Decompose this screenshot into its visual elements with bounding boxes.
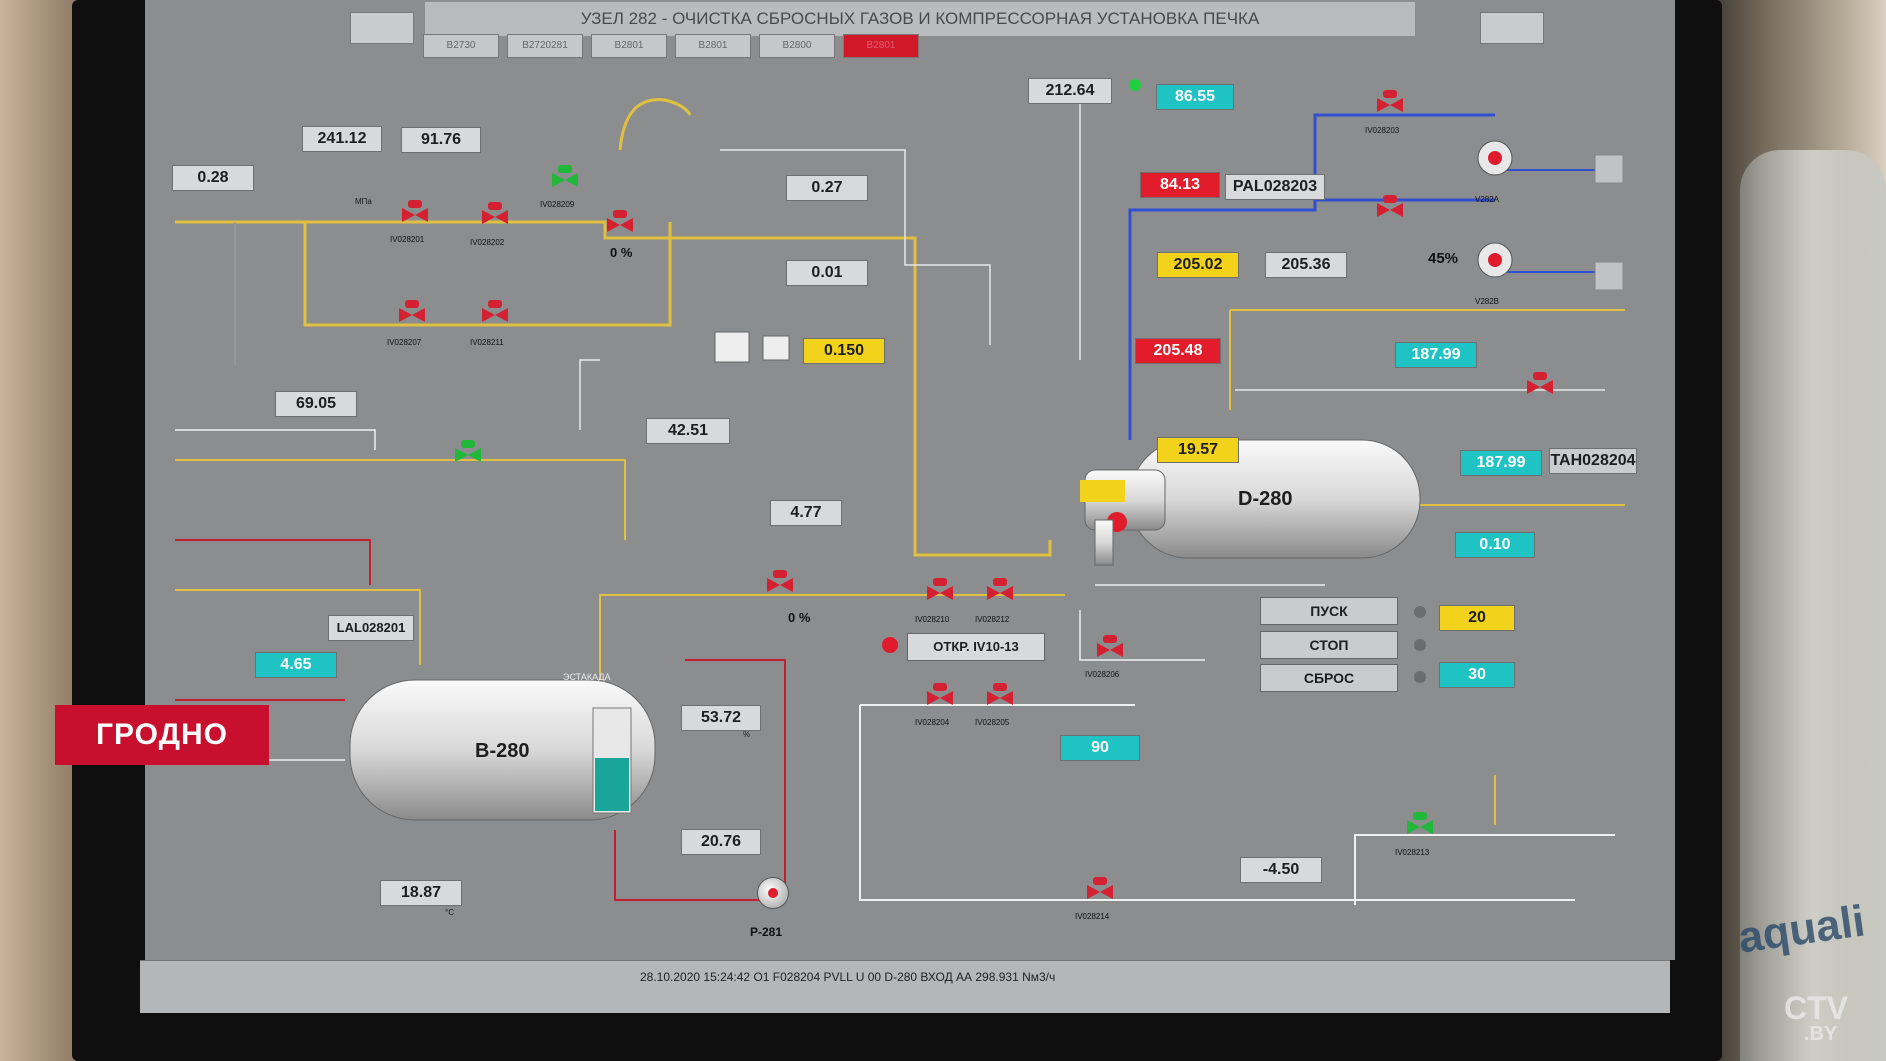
city-caption-badge: ГРОДНО [55,705,269,765]
value-0-27[interactable]: 0.27 [786,175,868,201]
pump-p281[interactable] [757,877,789,909]
vessel-b280-label: B-280 [475,740,530,762]
pump-p281-label: P-281 [750,925,783,939]
value-0-150[interactable]: 0.150 [803,338,885,364]
scada-screen: УЗЕЛ 282 - ОЧИСТКА СБРОСНЫХ ГАЗОВ И КОМП… [145,0,1675,960]
control-valve-iv028204[interactable] [925,683,955,713]
control-valve-compressor-a[interactable] [1375,90,1405,120]
valve-tag-iv028202: IV028202 [470,238,505,247]
control-valve-iv028201[interactable] [400,200,430,230]
control-valve-iv028211[interactable] [480,300,510,330]
control-valve-iv028213[interactable] [765,570,795,600]
value-212-64[interactable]: 212.64 [1028,78,1112,104]
open-valves-button[interactable]: ОТКР. IV10-13 [907,633,1045,661]
tab-b2720281[interactable]: B2720281 [507,34,583,58]
value-0-28[interactable]: 0.28 [172,165,254,191]
control-valve-iv028210[interactable] [925,578,955,608]
shutoff-valve-green-bottom[interactable] [1405,812,1435,842]
value-205-02[interactable]: 205.02 [1157,252,1239,278]
valve-tag-iv028208: IV028213 [1395,848,1430,857]
valve-tag-iv028212: IV028212 [975,615,1010,624]
value-91-76[interactable]: 91.76 [401,127,481,153]
compressor-v282a-label: V282A [1475,195,1500,204]
estakada-label: ЭСТАКАДА [563,672,611,682]
valve-tag-compressor-a: IV028203 [1365,126,1400,135]
control-valve-iv028202[interactable] [480,202,510,232]
compressor-load-45: 45% [1428,250,1459,267]
value-84-13[interactable]: 84.13 [1140,172,1220,198]
tah-028204-tag[interactable]: TAH028204 [1549,448,1637,474]
unit-mpa: МПа [355,197,372,206]
setpoint-90[interactable]: 90 [1060,735,1140,761]
value-205-48[interactable]: 205.48 [1135,338,1221,364]
alarm-status-bar[interactable] [140,960,1670,1013]
tab-alarm[interactable]: B2801 [843,34,919,58]
compressor-v282b-label: V282B [1475,297,1500,306]
water-bottle [1740,150,1886,1061]
window-title: УЗЕЛ 282 - ОЧИСТКА СБРОСНЫХ ГАЗОВ И КОМП… [425,2,1415,36]
latest-alarm-message: 28.10.2020 15:24:42 O1 F028204 PVLL U 00… [640,970,1056,984]
control-valve-iv028206[interactable] [1095,635,1125,665]
value-0-10[interactable]: 0.10 [1455,532,1535,558]
process-lines [175,79,1625,905]
setpoint-20[interactable]: 20 [1439,605,1515,631]
shutoff-valve-green-mid[interactable] [453,440,483,470]
logo-sub: .BY [1804,1023,1838,1045]
value-19-57[interactable]: 19.57 [1157,437,1239,463]
pal-028203-tag[interactable]: PAL028203 [1225,174,1325,200]
tab-b2730[interactable]: B2730 [423,34,499,58]
value-4-65[interactable]: 4.65 [255,652,337,678]
lal-028201-tag[interactable]: LAL028201 [328,615,414,641]
valve-opening-0: 0 % [610,245,633,260]
reset-button[interactable]: СБРОС [1260,664,1398,692]
start-button[interactable]: ПУСК [1260,597,1398,625]
control-valve-iv028205[interactable] [985,683,1015,713]
setpoint-30[interactable]: 30 [1439,662,1515,688]
valve-tag-iv028214: IV028214 [1075,912,1110,921]
unit-percent: % [743,730,751,739]
value-86-55[interactable]: 86.55 [1156,84,1234,110]
valve-tag-iv028211: IV028211 [470,338,504,347]
control-valve-compressor-b[interactable] [1375,195,1405,225]
control-valve-iv028212[interactable] [985,578,1015,608]
valve-tag-iv028204: IV028204 [915,718,950,727]
value-205-36[interactable]: 205.36 [1265,252,1347,278]
valve-tag-iv028206: IV028206 [1085,670,1120,679]
value-69-05[interactable]: 69.05 [275,391,357,417]
stop-button[interactable]: СТОП [1260,631,1398,659]
control-valve-iv028207[interactable] [397,300,427,330]
valve-tag-iv028205: IV028205 [975,718,1010,727]
value-4-77[interactable]: 4.77 [770,500,842,526]
ctv-logo: CTV.BY [1784,992,1848,1047]
value-20-76[interactable]: 20.76 [681,829,761,855]
nav-back-button[interactable] [350,12,414,44]
tab-b2801-second[interactable]: B2801 [675,34,751,58]
value-18-87[interactable]: 18.87 [380,880,462,906]
value-42-51[interactable]: 42.51 [646,418,730,444]
valve-opening-0-second: 0 % [788,610,811,625]
tab-b2800[interactable]: B2800 [759,34,835,58]
value-187-99-top[interactable]: 187.99 [1395,342,1477,368]
control-valve-iv028214[interactable] [1085,877,1115,907]
value-minus-4-50[interactable]: -4.50 [1240,857,1322,883]
control-valve-iv028203[interactable] [605,210,635,240]
unit-celsius: °C [445,908,454,917]
valve-tag-iv028209: IV028209 [540,200,575,209]
vessel-d280-label: D-280 [1238,488,1293,510]
valve-tag-iv028207: IV028207 [387,338,422,347]
value-241-12[interactable]: 241.12 [302,126,382,152]
control-valve-d280-outlet[interactable] [1525,372,1555,402]
value-0-01[interactable]: 0.01 [786,260,868,286]
valve-tag-iv028210: IV028210 [915,615,950,624]
valve-tag-iv028201: IV028201 [390,235,425,244]
value-187-99-bottom[interactable]: 187.99 [1460,450,1542,476]
nav-forward-button[interactable] [1480,12,1544,44]
value-53-72[interactable]: 53.72 [681,705,761,731]
tab-b2801[interactable]: B2801 [591,34,667,58]
logo-main: CTV [1784,990,1848,1026]
shutoff-valve-green-top[interactable] [550,165,580,195]
